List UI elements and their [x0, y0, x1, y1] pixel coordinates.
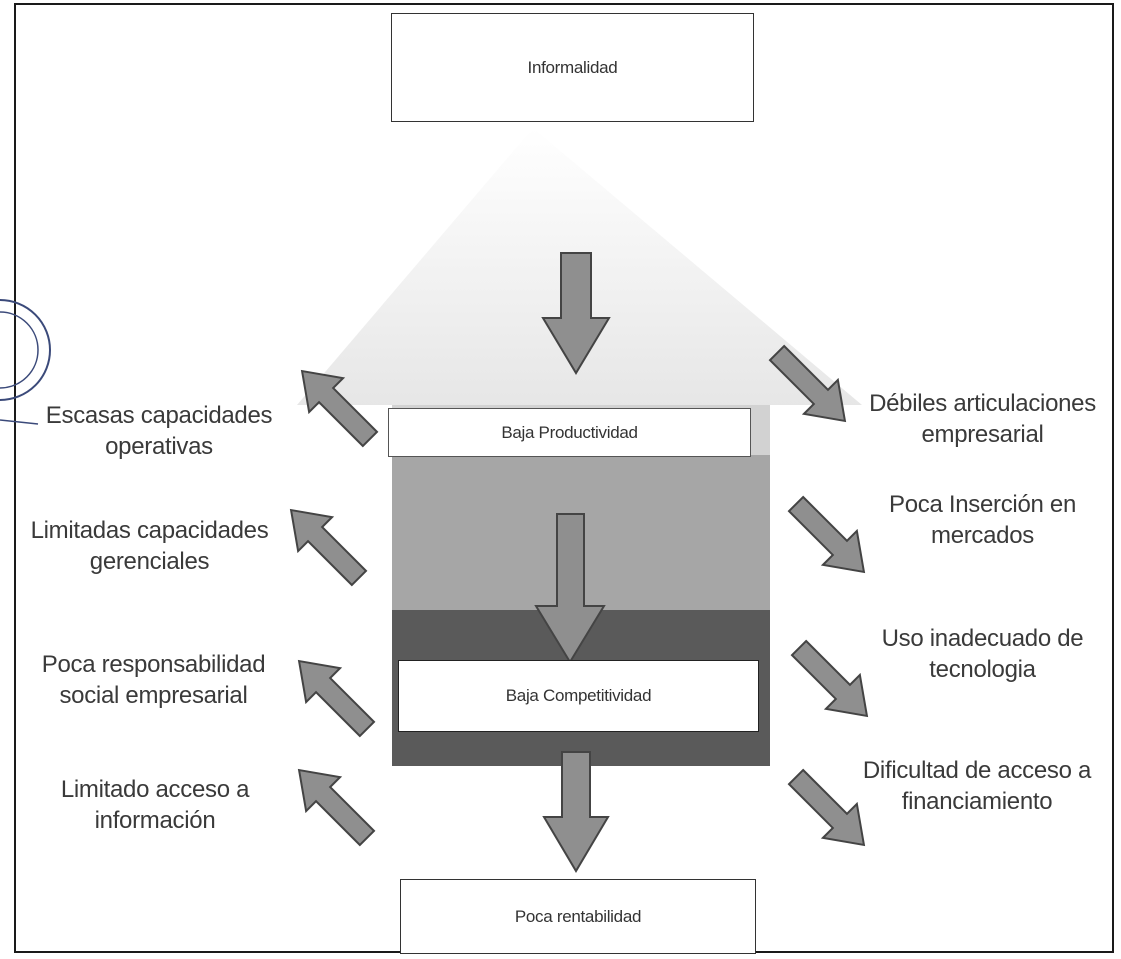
- left-factor-1: Escasas capacidades operativas: [29, 400, 289, 462]
- right-arrow-4: [787, 768, 866, 847]
- left-factor-3: Poca responsabilidad social empresarial: [16, 649, 291, 711]
- left-factor-1-line1: Escasas capacidades: [45, 402, 273, 429]
- left-factor-4-line2: información: [94, 807, 216, 834]
- right-factor-4: Dificultad de acceso a financiamiento: [843, 755, 1111, 817]
- left-factor-2-line2: gerenciales: [89, 548, 210, 575]
- center-arrow-2: [534, 513, 606, 664]
- right-arrow-3: [790, 639, 869, 718]
- informalidad-box: Informalidad: [391, 13, 754, 122]
- left-factor-1-line2: operativas: [105, 433, 213, 460]
- left-factor-4: Limitado acceso a información: [20, 774, 290, 836]
- right-factor-2-line1: Poca Inserción en: [888, 491, 1077, 518]
- right-factor-4-line2: financiamiento: [901, 788, 1053, 815]
- right-factor-3: Uso inadecuado de tecnologia: [860, 623, 1105, 685]
- baja-competitividad-box: Baja Competitividad: [398, 660, 759, 732]
- stamp-seal: [0, 299, 51, 425]
- left-arrow-1: [300, 369, 379, 448]
- right-factor-1-line2: empresarial: [921, 421, 1044, 448]
- left-factor-3-line2: social empresarial: [59, 682, 248, 709]
- right-factor-1: Débiles articulaciones empresarial: [850, 388, 1115, 450]
- left-arrow-4: [297, 768, 376, 847]
- right-factor-2-line2: mercados: [931, 522, 1034, 549]
- left-factor-3-line1: Poca responsabilidad: [41, 651, 266, 678]
- left-factor-2: Limitadas capacidades gerenciales: [12, 515, 287, 577]
- right-arrow-1: [768, 344, 847, 423]
- right-factor-3-line2: tecnologia: [929, 656, 1036, 683]
- right-factor-4-line1: Dificultad de acceso a: [862, 757, 1092, 784]
- left-arrow-2: [289, 508, 368, 587]
- left-factor-2-line1: Limitadas capacidades: [30, 517, 269, 544]
- right-factor-1-line1: Débiles articulaciones: [869, 390, 1096, 417]
- left-arrow-3: [297, 659, 376, 738]
- poca-rentabilidad-box: Poca rentabilidad: [400, 879, 756, 954]
- baja-productividad-box: Baja Productividad: [388, 408, 751, 457]
- center-arrow-3: [542, 751, 610, 873]
- right-factor-2: Poca Inserción en mercados: [865, 489, 1100, 551]
- right-factor-3-line1: Uso inadecuado de: [881, 625, 1084, 652]
- left-factor-4-line1: Limitado acceso a: [60, 776, 250, 803]
- right-arrow-2: [787, 495, 866, 574]
- center-arrow-1: [541, 252, 611, 375]
